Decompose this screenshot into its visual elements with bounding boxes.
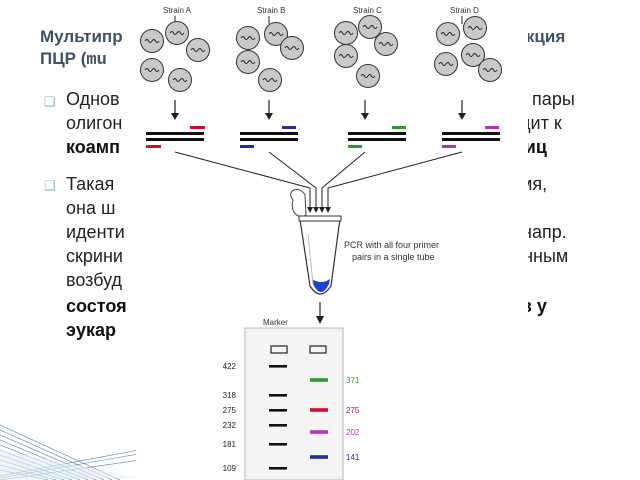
- b2-l3: иденти: [66, 222, 125, 242]
- tube-rim: [298, 215, 342, 222]
- b2-l1: Такая: [66, 174, 115, 194]
- bacterium-dna: [438, 62, 454, 66]
- bacterium-dna: [190, 48, 206, 52]
- marker-size-label: 422: [223, 362, 237, 371]
- bacterium-dna: [378, 42, 394, 46]
- marker-size-label: 181: [223, 440, 237, 449]
- bullet-marker-2: ❑: [44, 178, 56, 193]
- strain-b-label: Strain B: [257, 6, 285, 15]
- decorative-stripes: [0, 424, 161, 480]
- tube-label-line2: pairs in a single tube: [352, 252, 435, 262]
- multiplex-pcr-figure: Strain A Strain B Strain C Strain D: [130, 0, 530, 480]
- bacterium-dna: [362, 25, 378, 29]
- bacterium-dna: [284, 46, 300, 50]
- dna-primer-diagrams: [146, 126, 500, 148]
- marker-band: [269, 394, 287, 397]
- b1-r1: й пары: [517, 89, 575, 109]
- sample-band: [310, 455, 328, 459]
- sample-band-size-label: 141: [346, 453, 360, 462]
- marker-size-label: 318: [223, 391, 237, 400]
- b1-l2: олигон: [66, 113, 123, 133]
- bacterium-dna: [360, 74, 376, 78]
- bacterium-dna: [482, 68, 498, 72]
- title-line2-mono: mu: [86, 51, 107, 70]
- tube-cap: [290, 189, 307, 217]
- dna-strain-c: [348, 126, 406, 148]
- title-line2-prefix: ПЦР (: [40, 49, 87, 68]
- b2-l6: состоя: [66, 296, 127, 316]
- b1-l3: коамп: [66, 137, 120, 157]
- marker-band: [269, 409, 287, 412]
- bacterium-dna: [338, 31, 354, 35]
- b2-l7: эукар: [66, 320, 116, 340]
- b1-l1: Однов: [66, 89, 120, 109]
- bacterium-dna: [169, 31, 185, 35]
- gel-arrowhead: [316, 316, 324, 324]
- b2-l5: возбуд: [66, 270, 123, 290]
- dna-strain-b: [240, 126, 298, 148]
- marker-size-label: 232: [223, 421, 237, 430]
- dna-strain-d: [442, 126, 500, 148]
- strain-arrowheads: [171, 113, 466, 120]
- tube-arrowheads: [307, 207, 331, 213]
- bacterium-dna: [144, 68, 160, 72]
- marker-size-label: 109: [223, 464, 237, 473]
- figure-svg: Strain A Strain B Strain C Strain D: [136, 0, 528, 480]
- sample-band-size-label: 202: [346, 428, 360, 437]
- strain-d-label: Strain D: [450, 6, 479, 15]
- bacterium-dna: [262, 78, 278, 82]
- b2-l2: она ш: [66, 198, 116, 218]
- gel-panel: [244, 327, 344, 480]
- bacterium-dna: [172, 78, 188, 82]
- marker-band: [269, 365, 287, 368]
- sample-band: [310, 408, 328, 412]
- bacteria-cells: [140, 15, 502, 92]
- b2-l4: скрини: [66, 246, 123, 266]
- bacterium-dna: [240, 36, 256, 40]
- strain-a-label: Strain A: [163, 6, 192, 15]
- bacterium-dna: [338, 54, 354, 58]
- converging-lines: [174, 151, 463, 210]
- title-line2: ПЦР (mu: [40, 48, 107, 72]
- dna-strain-a: [146, 126, 205, 148]
- strain-c-label: Strain C: [353, 6, 382, 15]
- marker-band: [269, 424, 287, 427]
- bacterium-dna: [268, 32, 284, 36]
- pcr-tube: [290, 189, 342, 295]
- sample-band-size-label: 275: [346, 406, 360, 415]
- tube-body: [299, 218, 341, 295]
- bacterium-dna: [465, 53, 481, 57]
- marker-ladder: 422 318 275 232 181 109: [223, 362, 287, 473]
- sample-band: [310, 378, 328, 382]
- marker-band: [269, 443, 287, 446]
- sample-band-size-label: 371: [346, 376, 360, 385]
- bullet-marker-1: ❑: [44, 94, 56, 109]
- gel-well-marker: [270, 345, 288, 354]
- tube-label-line1: PCR with all four primer: [344, 240, 439, 250]
- gel-well-sample: [309, 345, 327, 354]
- marker-size-label: 275: [223, 406, 237, 415]
- title-line1: Мультипр: [40, 27, 123, 46]
- sample-band: [310, 430, 328, 434]
- bacterium-dna: [440, 32, 456, 36]
- bacterium-dna: [467, 26, 483, 30]
- bacterium-dna: [144, 39, 160, 43]
- marker-band: [269, 467, 287, 470]
- gel-marker-title: Marker: [263, 318, 288, 327]
- tube-liquid: [312, 279, 330, 292]
- sample-bands: 371 275 202 141: [310, 376, 360, 462]
- bacterium-dna: [240, 60, 256, 64]
